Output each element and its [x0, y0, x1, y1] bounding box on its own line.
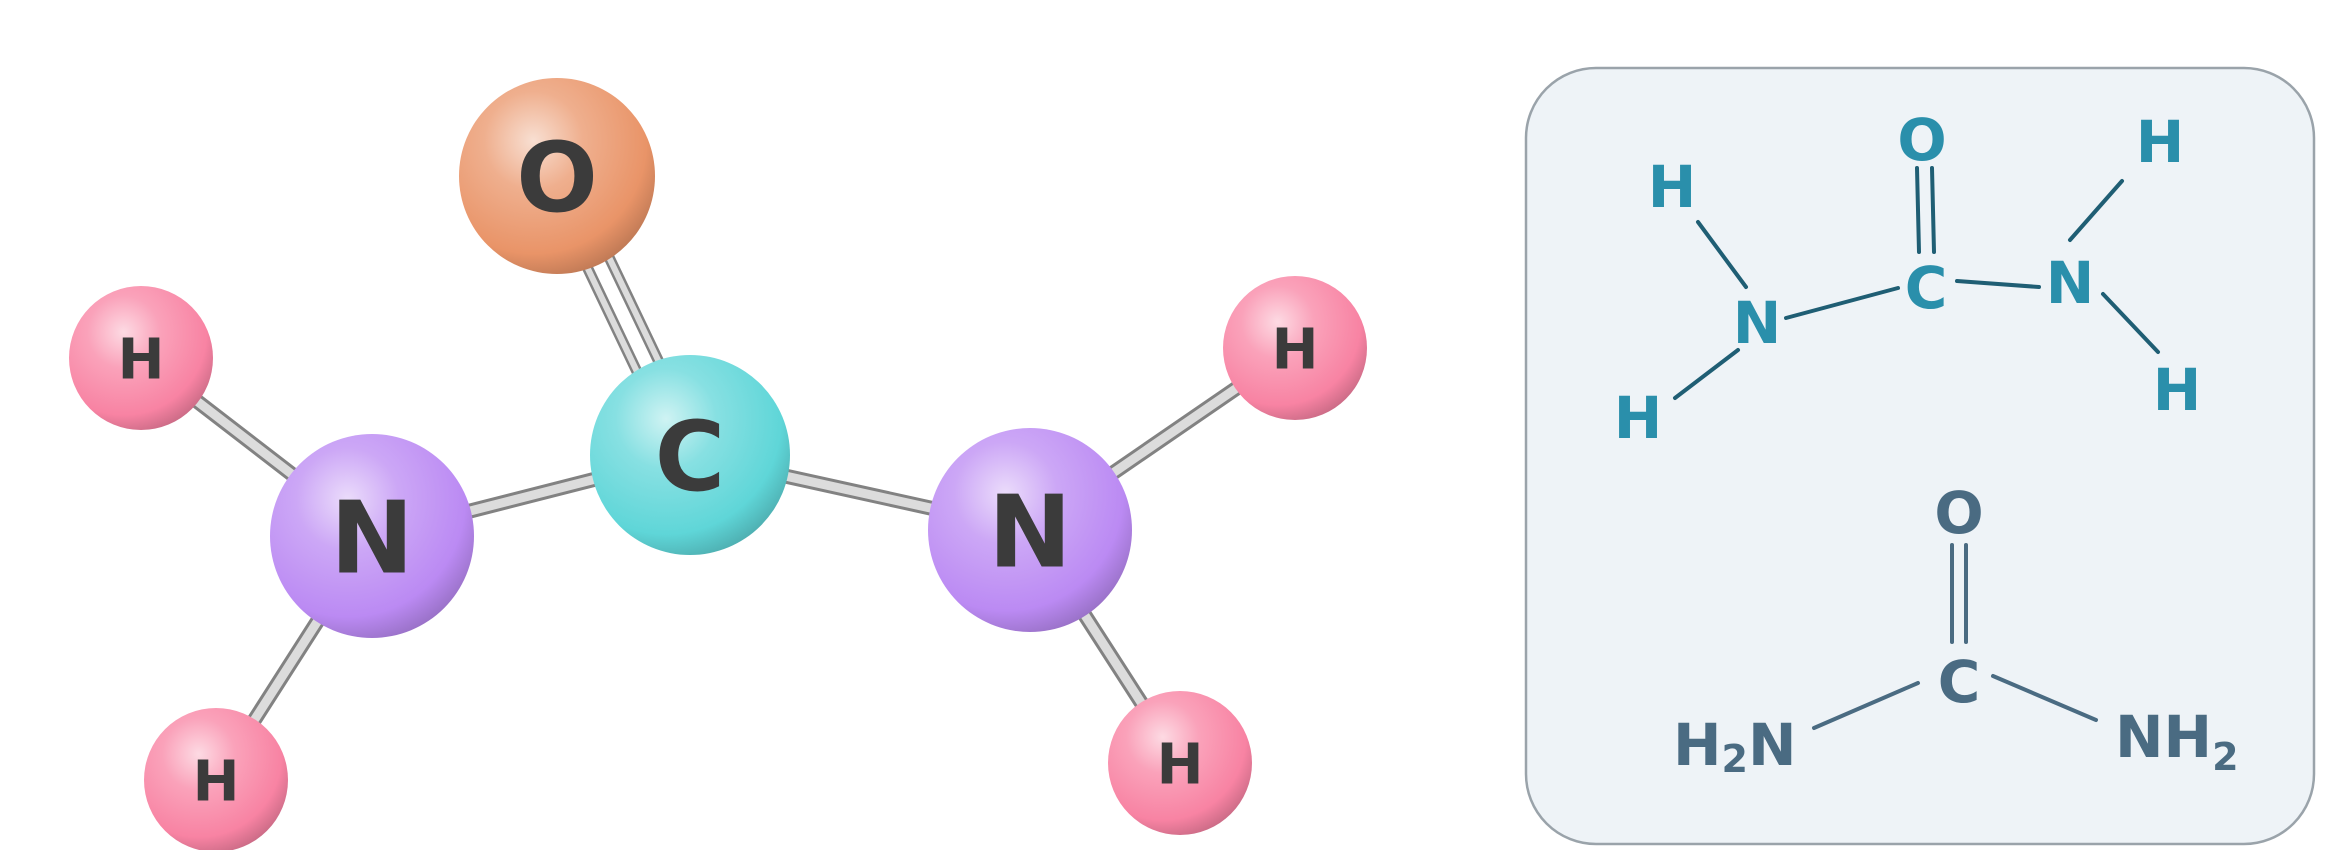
bond-c-n-right — [1955, 279, 2041, 289]
cond-left-n: N — [1748, 711, 1797, 779]
struct-label-h-left-top: H — [1648, 153, 1697, 221]
cond-right-subscript: 2 — [2212, 735, 2238, 779]
atom-h1: H — [69, 286, 213, 430]
atom-h4-label: H — [1157, 733, 1204, 798]
atom-n1-label: N — [330, 480, 414, 597]
bond-n-h-left-bottom — [1673, 348, 1740, 400]
bond-n-h-right-bottom — [2101, 292, 2160, 354]
formula-panel-background — [1524, 66, 2316, 846]
cond-group-right: NH2 — [2115, 703, 2239, 779]
bond-c-o-2 — [1930, 166, 1936, 254]
cond-label-o: O — [1934, 479, 1983, 547]
ball-and-stick-model: O C N N H H H H — [69, 78, 1367, 850]
atom-h3: H — [1223, 276, 1367, 420]
formula-panel: O C N N H H H H O C H2N — [1524, 66, 2316, 846]
atom-c: C — [590, 355, 790, 555]
atom-n2-label: N — [988, 474, 1072, 591]
structural-formula: O C N N H H H H — [1614, 106, 2202, 452]
cond-bond-c-n-left — [1812, 681, 1920, 730]
cond-left-subscript: 2 — [1722, 737, 1748, 781]
atom-h1-label: H — [118, 328, 165, 393]
struct-label-o: O — [1897, 106, 1946, 174]
atom-h4-sphere — [1108, 691, 1252, 835]
atom-n1-sphere — [270, 434, 474, 638]
atom-h1-sphere — [69, 286, 213, 430]
struct-label-h-right-bottom: H — [2153, 356, 2202, 424]
atom-h2-label: H — [193, 750, 240, 815]
atom-n1: N — [270, 434, 474, 638]
struct-label-h-left-bottom: H — [1614, 384, 1663, 452]
bond-n-h-right-top — [2068, 179, 2124, 242]
atom-h3-label: H — [1272, 318, 1319, 383]
cond-left-h: H — [1673, 711, 1722, 779]
atoms: O C N N H H H H — [69, 78, 1367, 850]
cond-bond-c-n-right — [1991, 674, 2098, 722]
struct-label-n-right: N — [2046, 249, 2095, 317]
cond-group-left: H2N — [1673, 711, 1797, 781]
atom-o-label: O — [516, 122, 598, 234]
bond-c-o-1 — [1915, 166, 1921, 254]
atom-h3-sphere — [1223, 276, 1367, 420]
cond-right-nh: NH — [2115, 703, 2212, 771]
atom-h2-sphere — [144, 708, 288, 850]
struct-label-h-right-top: H — [2136, 108, 2185, 176]
atom-n2: N — [928, 428, 1132, 632]
condensed-formula: O C H2N NH2 — [1673, 479, 2239, 781]
cond-label-c: C — [1938, 648, 1981, 716]
atom-h2: H — [144, 708, 288, 850]
atom-c-sphere — [590, 355, 790, 555]
atom-o-sphere — [459, 78, 655, 274]
atom-c-label: C — [655, 401, 725, 513]
atom-n2-sphere — [928, 428, 1132, 632]
atom-h4: H — [1108, 691, 1252, 835]
struct-label-c: C — [1905, 254, 1948, 322]
atom-o: O — [459, 78, 655, 274]
bond-n-h-left-top — [1696, 220, 1748, 289]
bond-c-n-left — [1784, 286, 1900, 320]
struct-label-n-left: N — [1733, 289, 1782, 357]
